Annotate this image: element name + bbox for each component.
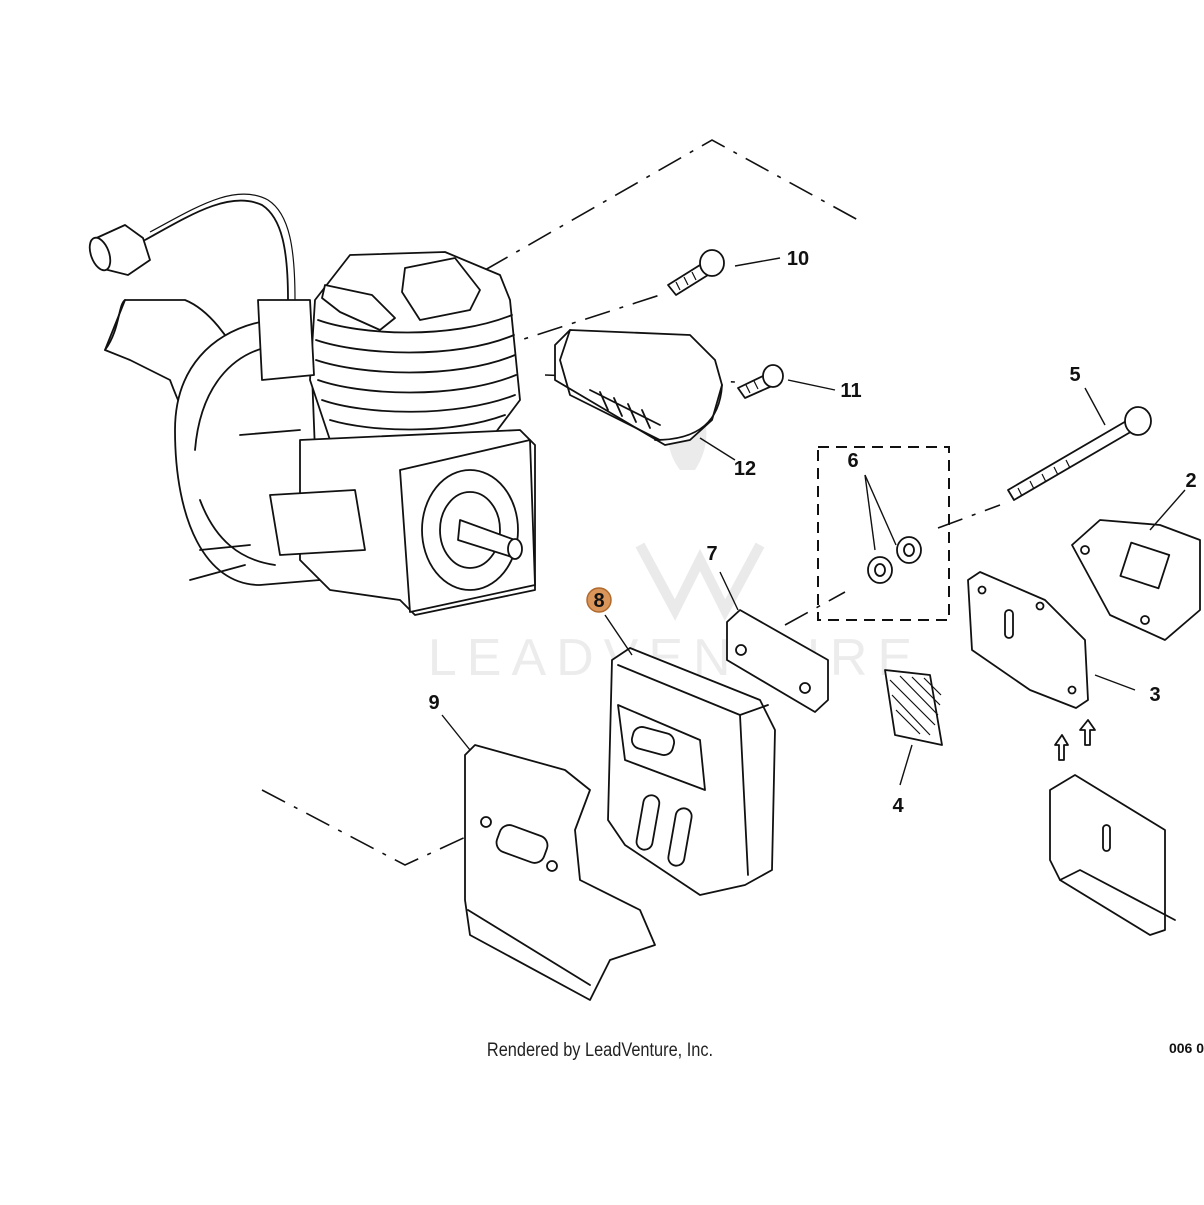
callout-8-highlight[interactable]: 8 <box>586 587 612 613</box>
leader-lines <box>441 257 1186 786</box>
footer-credit: Rendered by LeadVenture, Inc. <box>486 1040 714 1061</box>
highlight-marker <box>586 587 612 613</box>
part-screw-11[interactable] <box>737 364 784 399</box>
part-flange-2[interactable] <box>1071 519 1201 641</box>
engine-assembly[interactable] <box>86 193 536 616</box>
part-bolt-5[interactable] <box>1007 406 1152 501</box>
callout-11[interactable]: 11 <box>840 380 861 402</box>
callout-4[interactable]: 4 <box>892 795 904 817</box>
part-heat-shield-right[interactable] <box>1049 774 1176 936</box>
part-screen-4[interactable] <box>884 669 943 746</box>
callout-9[interactable]: 9 <box>428 692 439 714</box>
callout-3[interactable]: 3 <box>1149 684 1160 706</box>
callout-7[interactable]: 7 <box>706 543 717 565</box>
callout-labels: 10 11 12 5 6 2 7 8 9 3 4 <box>428 248 1196 817</box>
part-gasket-3[interactable] <box>967 571 1089 709</box>
callout-2[interactable]: 2 <box>1185 470 1196 492</box>
part-screw-10[interactable] <box>667 249 725 296</box>
part-washers-6[interactable] <box>817 446 950 621</box>
callout-6[interactable]: 6 <box>847 450 858 472</box>
callout-12[interactable]: 12 <box>734 458 756 480</box>
callout-10[interactable]: 10 <box>787 248 809 270</box>
direction-arrows <box>1054 719 1096 761</box>
callout-8[interactable]: 8 <box>593 590 604 612</box>
callout-5[interactable]: 5 <box>1069 364 1080 386</box>
part-gasket-7[interactable] <box>726 609 829 713</box>
part-cover-12[interactable] <box>554 329 723 446</box>
part-heat-shield-9[interactable] <box>464 744 656 1001</box>
diagram-code: 006 0 <box>1168 1040 1204 1056</box>
part-muffler-8[interactable] <box>607 647 776 896</box>
